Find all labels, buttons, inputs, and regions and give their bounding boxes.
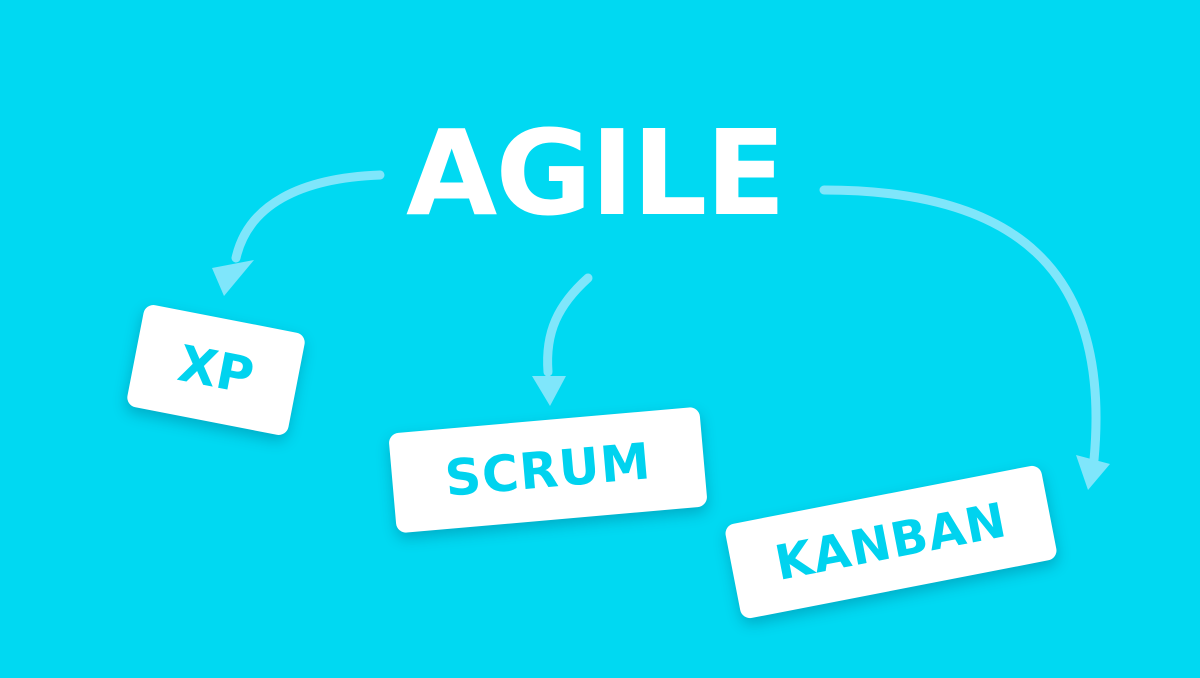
arrow-to-kanban [819, 185, 1101, 465]
page-title: AGILE [406, 104, 786, 242]
arrow-to-xp [231, 170, 385, 263]
arrowhead-kanban-icon [1076, 455, 1110, 490]
method-card-label: XP [173, 334, 259, 406]
arrowhead-xp-icon [212, 260, 254, 296]
arrow-to-scrum [543, 273, 593, 377]
method-card-label: SCRUM [442, 432, 654, 508]
arrowhead-scrum-icon [532, 376, 566, 406]
